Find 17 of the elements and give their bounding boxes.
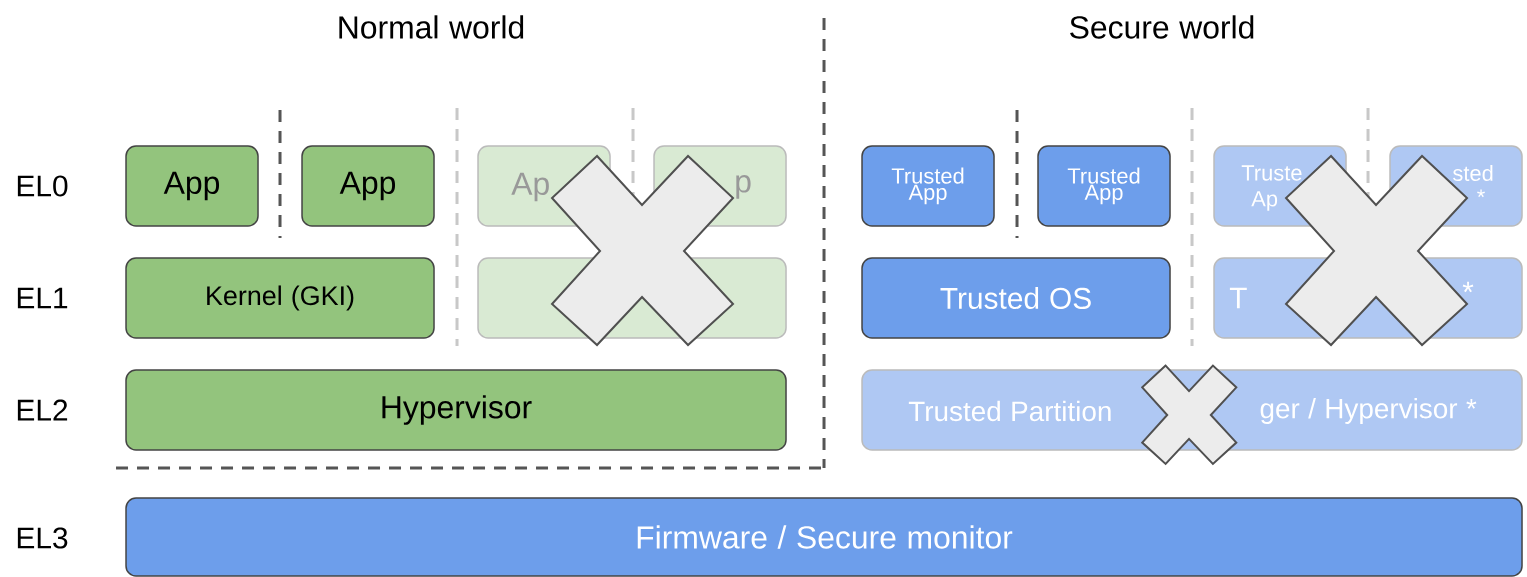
layer-box: Firmware / Secure monitor — [125, 497, 1523, 577]
layer-box: App — [125, 145, 259, 227]
level-label: EL3 — [17, 527, 68, 549]
layer-box: Hypervisor — [125, 369, 787, 451]
layer-box: Kernel (GKI) — [125, 257, 435, 339]
cross-mark — [550, 154, 735, 347]
heading: Secure world — [1070, 15, 1254, 39]
level-label: EL1 — [17, 287, 68, 309]
level-label: EL2 — [17, 399, 68, 421]
layer-box: Trusted App — [1037, 145, 1171, 227]
layer-box: App — [301, 145, 435, 227]
cross-mark — [1140, 364, 1238, 466]
heading: Normal world — [339, 15, 524, 39]
layer-box: Trusted Partition ger / Hypervisor * — [861, 369, 1523, 451]
level-label: EL0 — [17, 175, 68, 197]
layer-box: Trusted OS — [861, 257, 1171, 339]
layer-box: Trusted App — [861, 145, 995, 227]
